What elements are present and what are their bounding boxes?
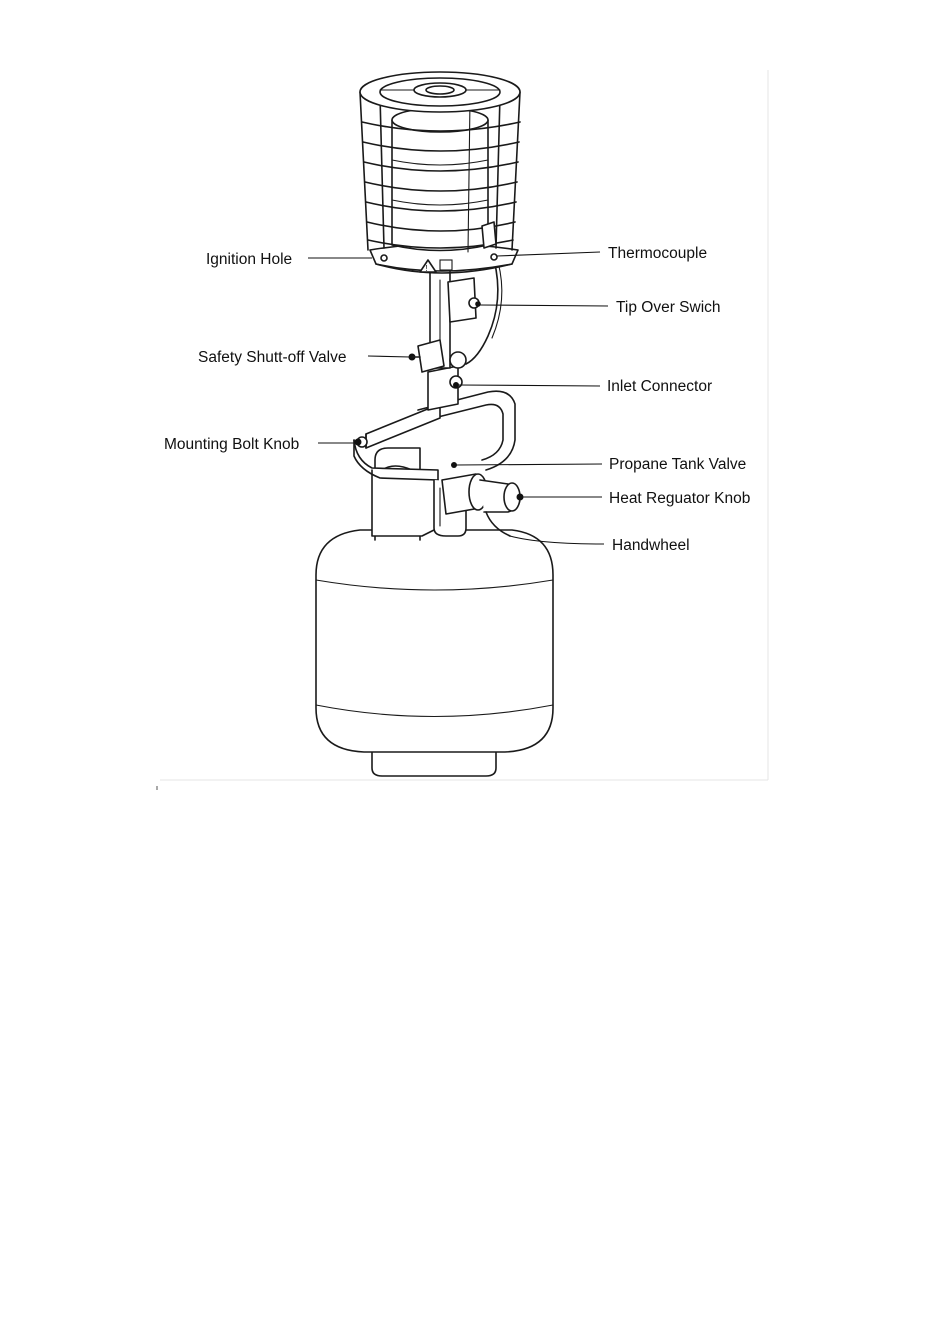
label-heat-regulator-knob: Heat Reguator Knob — [609, 490, 750, 507]
propane-tank — [316, 530, 553, 776]
label-mounting-bolt-knob: Mounting Bolt Knob — [164, 436, 299, 453]
mounting-bracket — [355, 366, 459, 448]
label-inlet-connector: Inlet Connector — [607, 378, 712, 395]
label-thermocouple: Thermocouple — [608, 245, 707, 262]
label-ignition-hole: Ignition Hole — [206, 251, 292, 268]
label-propane-tank-valve: Propane Tank Valve — [609, 456, 746, 473]
burner-cage — [360, 72, 520, 252]
label-safety-shutoff-valve: Safety Shutt-off Valve — [198, 349, 346, 366]
label-handwheel: Handwheel — [612, 537, 690, 554]
svg-text:!: ! — [426, 264, 428, 273]
label-tip-over-switch: Tip Over Swich — [616, 299, 721, 316]
